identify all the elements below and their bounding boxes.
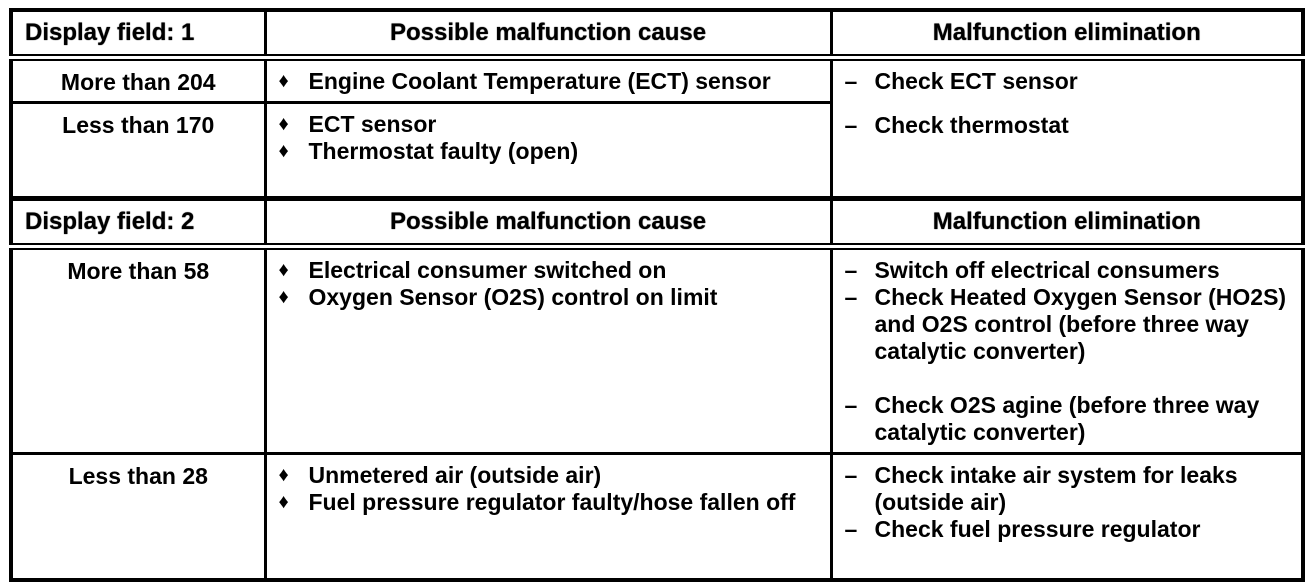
table-row: More than 204 ♦ Engine Coolant Temperatu… [9,56,1305,200]
elimination-item: – Check ECT sensor [845,68,1292,95]
cause-item: ♦ Electrical consumer switched on [279,257,820,284]
elimination-item: – Check intake air system for leaks (out… [845,462,1292,516]
elimination-item: – Check Heated Oxygen Sensor (HO2S) and … [845,284,1292,365]
display-value-cell: More than 204 [9,56,267,104]
dash-icon: – [844,284,858,310]
bullet-icon: ♦ [278,491,289,513]
elimination-text: Check Heated Oxygen Sensor (HO2S) and O2… [874,284,1287,364]
cause-cell: ♦ ECT sensor ♦ Thermostat faulty (open) [263,101,833,200]
dash-icon: – [844,392,858,418]
elimination-item: – Check thermostat [845,112,1292,139]
cause-text: Engine Coolant Temperature (ECT) sensor [308,68,771,94]
cause-cell: ♦ Electrical consumer switched on ♦ Oxyg… [263,245,833,455]
dash-icon: – [844,462,858,488]
cause-item: ♦ Engine Coolant Temperature (ECT) senso… [279,68,820,95]
cause-cell: ♦ Engine Coolant Temperature (ECT) senso… [263,56,833,104]
cause-item: ♦ Unmetered air (outside air) [279,462,820,489]
cause-cell: ♦ Unmetered air (outside air) ♦ Fuel pre… [263,452,833,581]
display-value-cell: Less than 170 [9,101,267,200]
display-field-1-header: Display field: 1 [9,8,267,61]
display-value-cell: More than 58 [9,245,267,455]
dash-icon: – [844,257,858,283]
cause-item: ♦ Fuel pressure regulator faulty/hose fa… [279,489,820,516]
display-field-2-header: Display field: 2 [9,196,267,250]
elimination-text: Check intake air system for leaks (outsi… [874,462,1238,515]
bullet-icon: ♦ [278,259,289,281]
elimination-text: Switch off electrical consumers [874,257,1220,283]
elimination-text: Check ECT sensor [874,68,1078,94]
elimination-column-header-2: Malfunction elimination [829,196,1305,250]
display-value-cell: Less than 28 [9,452,267,581]
cause-item: ♦ Oxygen Sensor (O2S) control on limit [279,284,820,311]
cause-item: ♦ ECT sensor [279,111,820,138]
bullet-icon: ♦ [278,140,289,162]
section-2-header-row: Display field: 2 Possible malfunction ca… [9,196,1305,250]
bullet-icon: ♦ [278,286,289,308]
elimination-item: – Check fuel pressure regulator [845,516,1292,543]
table-row: Less than 28 ♦ Unmetered air (outside ai… [9,452,1305,581]
elimination-text: Check fuel pressure regulator [874,516,1201,542]
cause-text: Electrical consumer switched on [308,257,667,283]
bullet-icon: ♦ [278,464,289,486]
table-row: More than 58 ♦ Electrical consumer switc… [9,245,1305,455]
elimination-cell: – Switch off electrical consumers – Chec… [829,245,1305,455]
dash-icon: – [844,516,858,542]
table-row: Less than 170 ♦ ECT sensor ♦ Thermostat … [9,101,1303,200]
elimination-item: – Switch off electrical consumers [845,257,1292,284]
bullet-icon: ♦ [278,70,289,92]
cause-item: ♦ Thermostat faulty (open) [279,138,820,165]
dash-icon: – [844,68,858,94]
dash-icon: – [844,112,858,138]
cause-text: ECT sensor [308,111,437,137]
bullet-icon: ♦ [278,113,289,135]
elimination-cell-merged: – Check ECT sensor – Check thermostat [829,56,1305,200]
section-1-header-row: Display field: 1 Possible malfunction ca… [9,8,1305,61]
diagnostic-table: Display field: 1 Possible malfunction ca… [9,8,1305,582]
cause-column-header-1: Possible malfunction cause [263,8,833,61]
cause-text: Oxygen Sensor (O2S) control on limit [308,284,718,310]
cause-column-header-2: Possible malfunction cause [263,196,833,250]
elimination-text: Check thermostat [874,112,1069,138]
elimination-column-header-1: Malfunction elimination [829,8,1305,61]
cause-text: Fuel pressure regulator faulty/hose fall… [308,489,796,515]
elimination-cell: – Check intake air system for leaks (out… [829,452,1305,581]
elimination-text: Check O2S agine (before three way cataly… [874,392,1260,445]
cause-text: Thermostat faulty (open) [308,138,579,164]
cause-text: Unmetered air (outside air) [308,462,602,488]
elimination-item: – Check O2S agine (before three way cata… [845,392,1292,446]
